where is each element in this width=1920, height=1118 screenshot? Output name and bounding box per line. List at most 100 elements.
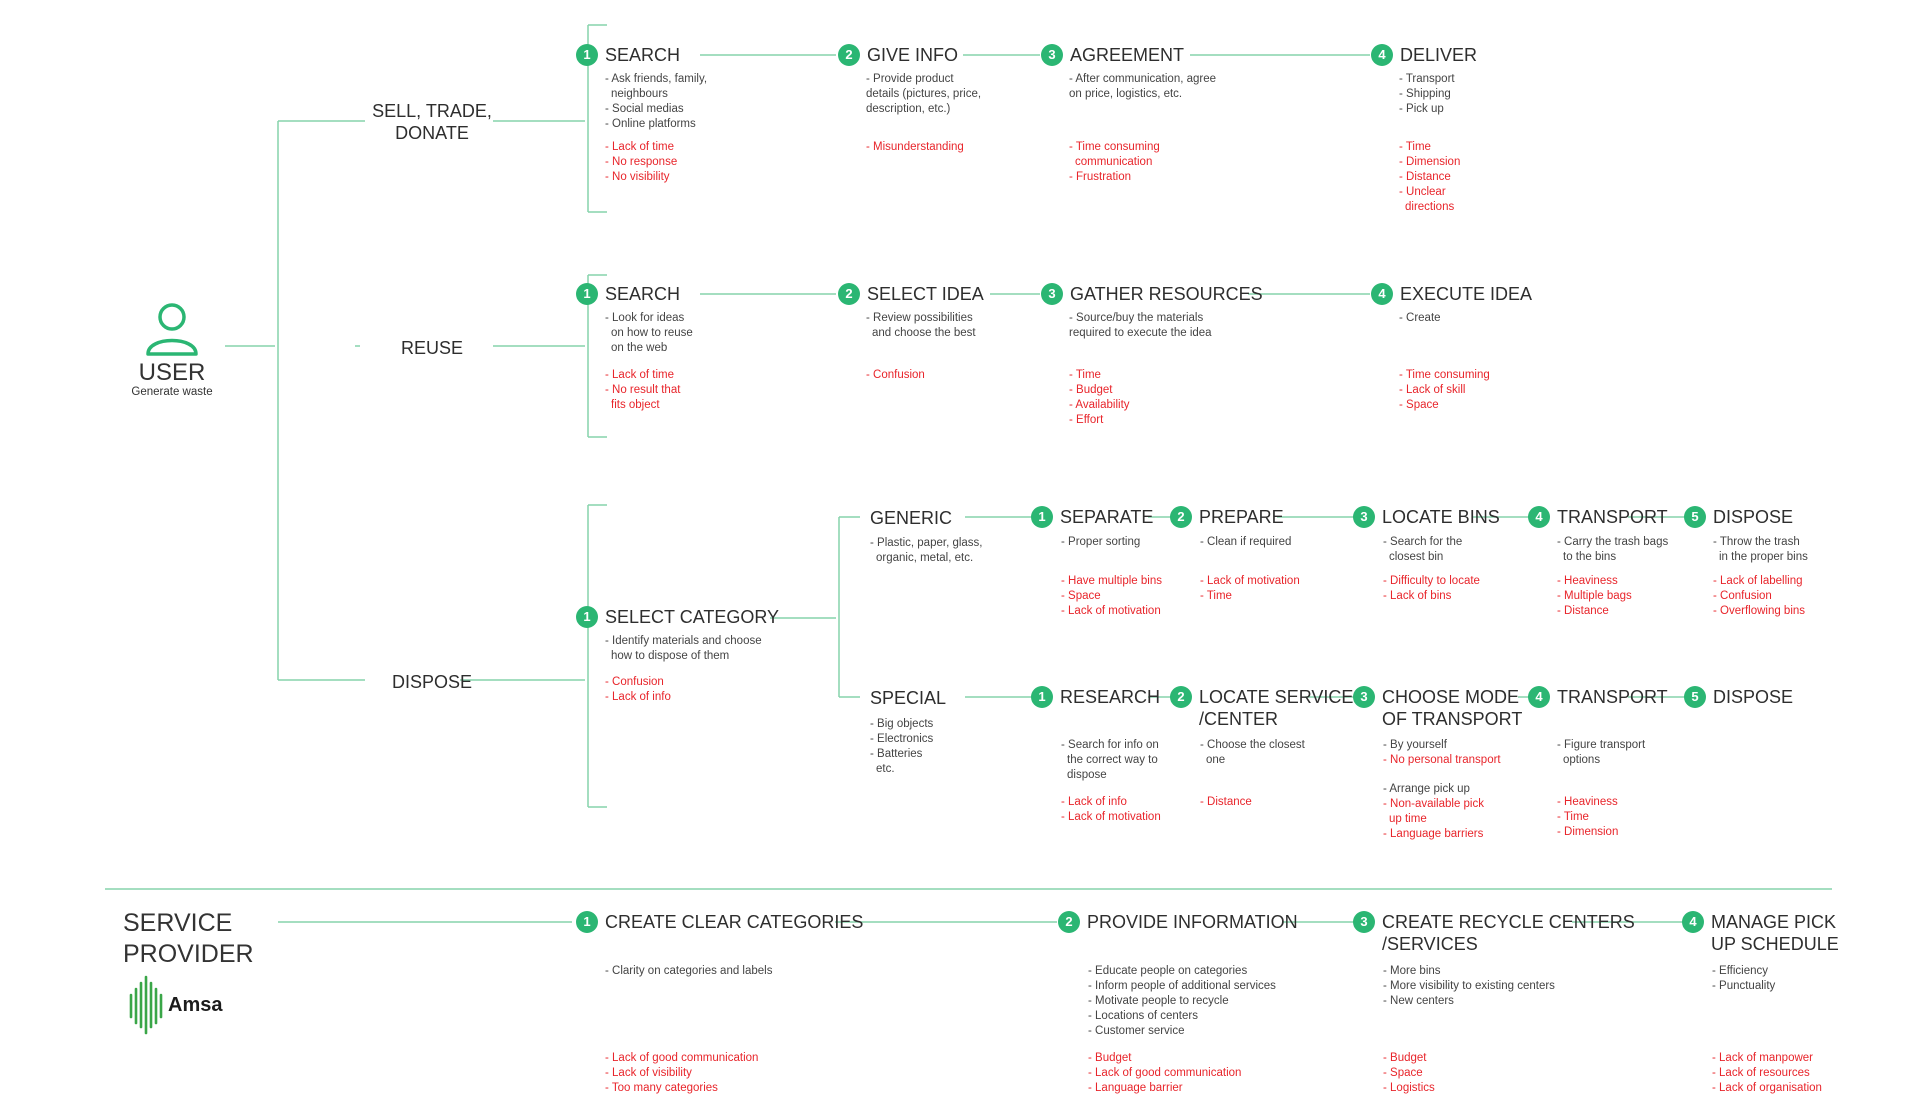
step-title: PREPARE: [1199, 507, 1284, 527]
generic-step-4: 4 TRANSPORT: [1528, 506, 1668, 528]
note: - Identify materials and choose: [605, 635, 762, 647]
provider-step-3-pains: - Budget - Space - Logistics: [1383, 1051, 1435, 1096]
sell-step-2: 2 GIVE INFO: [838, 44, 958, 66]
note: - Motivate people to recycle: [1088, 995, 1229, 1007]
pain-point: - Lack of labelling: [1713, 575, 1803, 587]
step-title: GIVE INFO: [867, 45, 959, 65]
step-badge: 1: [576, 606, 598, 628]
pain-point: - Have multiple bins: [1061, 575, 1162, 587]
user-icon: [146, 303, 198, 356]
sell-step-1: 1 SEARCH: [576, 44, 680, 66]
note: - Clarity on categories and labels: [605, 965, 773, 977]
special-title: SPECIAL: [870, 688, 947, 708]
step-badge: 3: [1041, 44, 1063, 66]
step-title: CREATE CLEAR CATEGORIES: [605, 912, 864, 932]
sell-step-4-notes: - Transport - Shipping - Pick up: [1399, 72, 1455, 117]
note: and choose the best: [872, 327, 976, 339]
step-badge: 2: [1170, 686, 1192, 708]
generic-step-1-pains: - Have multiple bins - Space - Lack of m…: [1061, 574, 1162, 619]
step-badge: 4: [1371, 44, 1393, 66]
reuse-step-2: 2 SELECT IDEA: [838, 283, 984, 305]
provider-step-4-notes: - Efficiency - Punctuality: [1712, 964, 1775, 994]
special-notes: - Big objects - Electronics - Batteries …: [870, 717, 933, 777]
note: - Search for the: [1383, 536, 1463, 548]
sell-step-2-notes: - Provide product details (pictures, pri…: [866, 72, 981, 117]
generic-step-1: 1 SEPARATE: [1031, 506, 1153, 528]
note: - Figure transport: [1557, 739, 1646, 751]
note: - Punctuality: [1712, 980, 1776, 992]
pain-point: - No result that: [605, 384, 681, 396]
pain-point: - Non-available pick: [1383, 798, 1484, 810]
pain-point: - Confusion: [866, 369, 925, 381]
pain-point: - Distance: [1399, 171, 1451, 183]
pain-point: - Space: [1399, 399, 1439, 411]
generic-step-3-pains: - Difficulty to locate - Lack of bins: [1383, 574, 1480, 604]
note: one: [1206, 754, 1226, 766]
pain-point: - Lack of motivation: [1200, 575, 1300, 587]
pain-point: - Time: [1069, 369, 1101, 381]
step-title: EXECUTE IDEA: [1400, 284, 1533, 304]
user-subtitle: Generate waste: [131, 386, 213, 398]
note: to the bins: [1563, 551, 1617, 563]
generic-title: GENERIC: [870, 508, 953, 528]
special-step-4: 4 TRANSPORT: [1528, 686, 1668, 708]
pain-point: - Distance: [1200, 796, 1252, 808]
pain-point: - Budget: [1069, 384, 1113, 396]
sell-step-4-pains: - Time - Dimension - Distance - Unclear …: [1399, 140, 1460, 215]
special-step-1-notes: - Search for info on the correct way to …: [1061, 738, 1159, 783]
note: organic, metal, etc.: [876, 552, 974, 564]
user-title: USER: [138, 359, 206, 386]
note: - More visibility to existing centers: [1383, 980, 1555, 992]
step-title: DELIVER: [1400, 45, 1478, 65]
special-step-5: 5 DISPOSE: [1684, 686, 1793, 708]
pain-point: - Overflowing bins: [1713, 605, 1806, 617]
pain-point: up time: [1389, 813, 1427, 825]
step-title: SEARCH: [605, 45, 681, 65]
step-badge: 3: [1353, 506, 1375, 528]
note: - Inform people of additional services: [1088, 980, 1276, 992]
step-title: SEPARATE: [1060, 507, 1154, 527]
pain-point: - Availability: [1069, 399, 1130, 411]
step-badge: 1: [576, 283, 598, 305]
generic-step-3-notes: - Search for the closest bin: [1383, 535, 1462, 565]
reuse-step-3-notes: - Source/buy the materials required to e…: [1069, 311, 1212, 341]
pain-point: - Multiple bags: [1557, 590, 1632, 602]
note: - Clean if required: [1200, 536, 1292, 548]
note: description, etc.): [866, 103, 951, 115]
note: - Social medias: [605, 103, 684, 115]
reuse-step-2-notes: - Review possibilities and choose the be…: [866, 311, 976, 341]
pain-point: - Space: [1383, 1067, 1423, 1079]
pain-point: - Language barrier: [1088, 1082, 1183, 1094]
pain-point: - Time: [1399, 141, 1431, 153]
step-badge: 2: [838, 44, 860, 66]
note: options: [1563, 754, 1601, 766]
note: - New centers: [1383, 995, 1454, 1007]
note: - Create: [1399, 312, 1441, 324]
branch-dispose: DISPOSE: [391, 672, 473, 692]
step-title: GATHER RESOURCES: [1070, 284, 1263, 304]
note: - Proper sorting: [1061, 536, 1141, 548]
pain-point: - Lack of visibility: [605, 1067, 692, 1079]
note: - Customer service: [1088, 1025, 1185, 1037]
reuse-step-3-pains: - Time - Budget - Availability - Effort: [1069, 368, 1130, 428]
special-step-3-pains: - No personal transport: [1383, 753, 1501, 768]
step-title: PROVIDE INFORMATION: [1087, 912, 1298, 932]
note: etc.: [876, 763, 895, 775]
sell-step-3: 3 AGREEMENT: [1041, 44, 1184, 66]
note: - Carry the trash bags: [1557, 536, 1669, 548]
step-title: SELECT IDEA: [867, 284, 984, 304]
pain-point: - Budget: [1383, 1052, 1427, 1064]
pain-point: - Difficulty to locate: [1383, 575, 1480, 587]
note: - Locations of centers: [1088, 1010, 1198, 1022]
pain-point: - Lack of info: [1061, 796, 1127, 808]
step-badge: 2: [1058, 911, 1080, 933]
step-title: LOCATE BINS: [1382, 507, 1500, 527]
note: - Online platforms: [605, 118, 696, 130]
note: - Source/buy the materials: [1069, 312, 1204, 324]
special-step-3-pains-2: - Non-available pick up time - Language …: [1383, 797, 1484, 842]
step-badge: 1: [576, 44, 598, 66]
note: - Review possibilities: [866, 312, 973, 324]
pain-point: - Time consuming: [1069, 141, 1160, 153]
pain-point: - Lack of organisation: [1712, 1082, 1822, 1094]
